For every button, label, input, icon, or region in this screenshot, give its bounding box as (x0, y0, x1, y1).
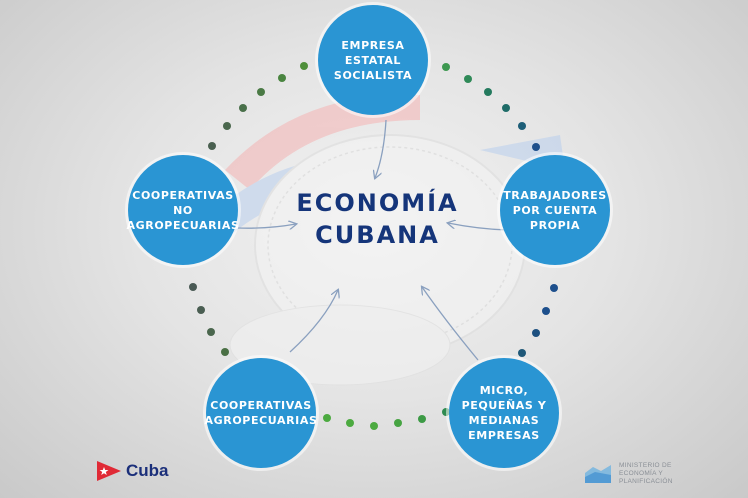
dotted-ring (189, 62, 558, 430)
cuba-logo: Cuba (96, 460, 169, 482)
ministry-logo-icon (585, 465, 611, 483)
node-cooperativas-agropecuarias[interactable]: COOPERATIVAS AGROPECUARIAS (205, 358, 317, 468)
cuba-logo-label: Cuba (126, 461, 169, 480)
node-micro-pequenas-medianas-empresas[interactable]: MICRO, PEQUEÑAS Y MEDIANAS EMPRESAS (449, 358, 559, 468)
ministry-logo: MINISTERIO DE ECONOMÍA Y PLANIFICACIÓN (583, 462, 673, 486)
arrows-to-center (237, 119, 508, 361)
background-coin-photo (210, 94, 565, 386)
center-title-economia-cubana: ECONOMÍA CUBANA (296, 189, 459, 249)
node-trabajadores-por-cuenta-propia[interactable]: TRABAJADORES POR CUENTA PROPIA (500, 155, 610, 265)
cuba-flag-triangle-icon (97, 461, 121, 481)
node-cooperativas-no-agropecuarias[interactable]: COOPERATIVAS NO AGROPECUARIAS (127, 155, 239, 265)
ministry-logo-label: MINISTERIO DE ECONOMÍA Y PLANIFICACIÓN (619, 462, 673, 485)
node-empresa-estatal-socialista[interactable]: EMPRESA ESTATAL SOCIALISTA (318, 5, 428, 115)
